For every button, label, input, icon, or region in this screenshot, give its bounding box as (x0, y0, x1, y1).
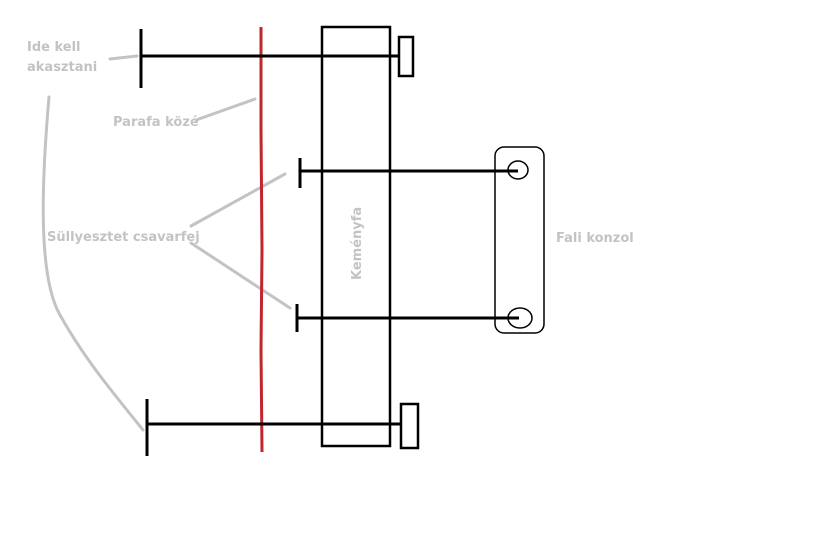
label-wall-bracket: Fali konzol (556, 231, 634, 246)
annotation-leaders (41, 54, 292, 432)
leader-parafa (194, 97, 257, 122)
hardwood-board (320, 25, 392, 448)
leader-sullyesztet-upper (189, 172, 287, 228)
label-countersunk-screw-head: Süllyesztet csavarfej (47, 230, 200, 245)
bottom-nut (399, 402, 420, 450)
leader-sullyesztet-lower (189, 241, 292, 310)
leader-ide-kell (108, 54, 139, 61)
label-cork-between: Parafa közé (113, 115, 199, 130)
wall-bracket-hole-lower (507, 307, 533, 329)
cork-line (259, 27, 264, 453)
bottom-bolt (145, 399, 420, 456)
leader-ide-kell-long (41, 95, 145, 432)
top-nut (397, 35, 415, 78)
top-bolt (139, 29, 415, 88)
label-hang-here-line1: Ide kell (27, 40, 81, 55)
wall-bracket (494, 146, 545, 334)
label-hardwood: Keményfa (350, 206, 365, 280)
wall-bracket-plate (494, 146, 545, 334)
label-hang-here-line2: akasztani (27, 60, 98, 75)
countersunk-screw-upper (298, 158, 518, 188)
countersunk-screw-lower (295, 304, 519, 332)
label-hang-here: Ide kell akasztani (27, 38, 107, 78)
wall-bracket-hole-upper (507, 160, 529, 180)
